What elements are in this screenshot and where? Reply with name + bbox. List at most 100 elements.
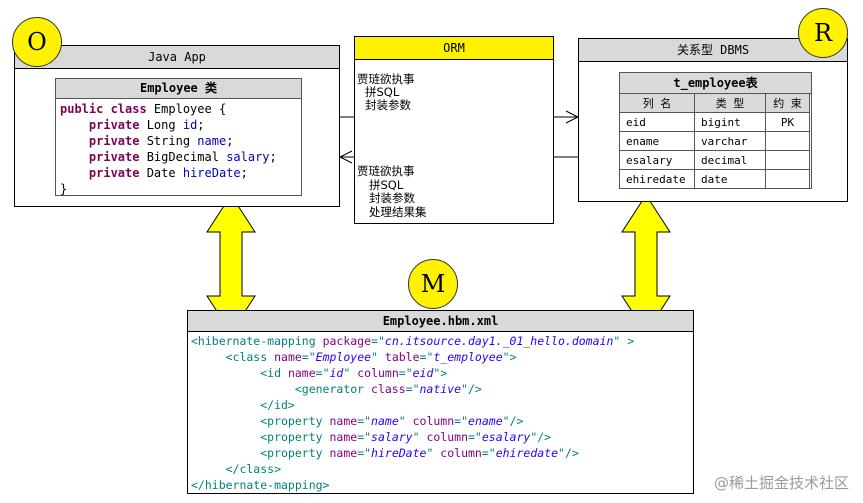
code-token: } (60, 182, 68, 196)
code-token: id (329, 366, 344, 380)
code-token: "/> (502, 414, 524, 428)
code-token: ; (197, 118, 205, 132)
cell-type: date (694, 169, 766, 189)
orm-bottom-line-2: 拼SQL (369, 177, 404, 192)
code-token: </class> (191, 462, 282, 476)
code-line: } (60, 181, 301, 197)
orm-bottom-text: 贾琏欲执事 拼SQL 封装参数 处理结果集 (357, 164, 427, 219)
code-token: =" (468, 430, 482, 444)
code-token: " (371, 350, 385, 364)
code-token: ; (226, 134, 234, 148)
code-line: <generator class="native"/> (191, 381, 691, 397)
code-token: column (357, 366, 399, 380)
code-line: <class name="Employee" table="t_employee… (191, 349, 691, 365)
orm-top-line-2: 拼SQL (365, 85, 400, 99)
code-token: " (343, 366, 358, 380)
table-row: ehiredate date (619, 169, 810, 189)
mapping-title: Employee.hbm.xml (188, 311, 693, 332)
cell-constraint (765, 131, 810, 151)
code-token: class (371, 382, 406, 396)
employee-class-code: public class Employee { private Long id;… (56, 99, 301, 197)
code-token: "/> (461, 382, 482, 396)
table-row: esalary decimal (619, 150, 810, 170)
code-token: =" (419, 350, 434, 364)
orm-top-line-3: 封装参数 (365, 98, 411, 112)
java-app-title: Java App (15, 46, 339, 69)
cell-constraint (765, 169, 810, 189)
employee-class-box: Employee 类 public class Employee { priva… (55, 78, 302, 196)
cell-name: ehiredate (619, 169, 695, 189)
code-token: esalary (481, 430, 531, 444)
code-token: name (329, 414, 358, 428)
code-token: salary (371, 430, 413, 444)
code-token: table (384, 350, 420, 364)
code-token: column (426, 430, 468, 444)
code-token: hireDate (182, 166, 241, 180)
orm-bottom-line-1: 贾琏欲执事 (357, 164, 415, 178)
cell-type: bigint (694, 112, 766, 132)
employee-table-title: t_employee表 (620, 73, 811, 94)
cell-name: eid (619, 112, 695, 132)
header-type: 类 型 (694, 93, 766, 113)
code-token: "/> (530, 430, 552, 444)
code-token: ename (468, 414, 503, 428)
cell-type: varchar (694, 131, 766, 151)
code-token: " (412, 430, 427, 444)
code-token: <generator (191, 382, 372, 396)
code-token: </id> (191, 398, 295, 412)
employee-class-title: Employee 类 (56, 79, 301, 99)
mapping-xml-code: <hibernate-mapping package="cn.itsource.… (191, 333, 691, 493)
code-token: name (329, 430, 358, 444)
code-line: </class> (191, 461, 691, 477)
code-token: ; (269, 150, 277, 164)
code-token: <property (191, 414, 330, 428)
label-m-circle: M (408, 259, 458, 309)
cell-type: decimal (694, 150, 766, 170)
code-line: private Date hireDate; (60, 165, 301, 181)
watermark: @稀土掘金技术社区 (713, 474, 849, 492)
code-token: private (60, 134, 140, 148)
columns-table: 列 名 类 型 约 束 eid bigint PK ename varchar … (619, 93, 810, 189)
header-constraint: 约 束 (765, 93, 810, 113)
cell-constraint: PK (765, 112, 810, 132)
orm-bottom-line-4: 处理结果集 (369, 204, 427, 219)
code-token: column (440, 446, 482, 460)
table-header-row: 列 名 类 型 约 束 (619, 93, 810, 113)
code-token: cn.itsource.day1._01_hello.domain (384, 334, 614, 348)
code-token: name (371, 414, 399, 428)
employee-table: t_employee表 列 名 类 型 约 束 eid bigint PK en… (619, 72, 812, 189)
code-token: column (412, 414, 455, 428)
code-line: <id name="id" column="eid"> (191, 365, 691, 381)
code-token: private (60, 166, 140, 180)
code-token: salary (226, 150, 270, 164)
code-token: Date (139, 166, 183, 180)
code-token: hireDate (371, 446, 427, 460)
code-token: native (419, 382, 462, 396)
code-token: =" (357, 414, 372, 428)
code-token: private (60, 118, 140, 132)
code-token: <hibernate-mapping (191, 334, 323, 348)
header-column-name: 列 名 (619, 93, 695, 113)
orm-top-line-1: 贾琏欲执事 (357, 72, 415, 86)
orm-bottom-line-3: 封装参数 (369, 191, 415, 205)
code-token: <id (191, 366, 288, 380)
code-token: =" (454, 414, 469, 428)
code-token: =" (405, 382, 420, 396)
cell-constraint (765, 150, 810, 170)
code-token: <property (191, 430, 330, 444)
dbms-box: 关系型 DBMS t_employee表 列 名 类 型 约 束 eid big… (578, 38, 848, 202)
code-line: <hibernate-mapping package="cn.itsource.… (191, 333, 691, 349)
code-token: =" (357, 446, 372, 460)
code-token: "/> (558, 446, 579, 460)
label-r-circle: R (798, 8, 848, 58)
cell-name: ename (619, 131, 695, 151)
code-line: </id> (191, 397, 691, 413)
code-token: =" (315, 366, 330, 380)
code-token: " (426, 446, 441, 460)
code-token: =" (398, 366, 413, 380)
code-line: <property name="salary" column="esalary"… (191, 429, 691, 445)
code-token: id (182, 118, 198, 132)
code-token: " > (613, 334, 635, 348)
code-line: private Long id; (60, 117, 301, 133)
